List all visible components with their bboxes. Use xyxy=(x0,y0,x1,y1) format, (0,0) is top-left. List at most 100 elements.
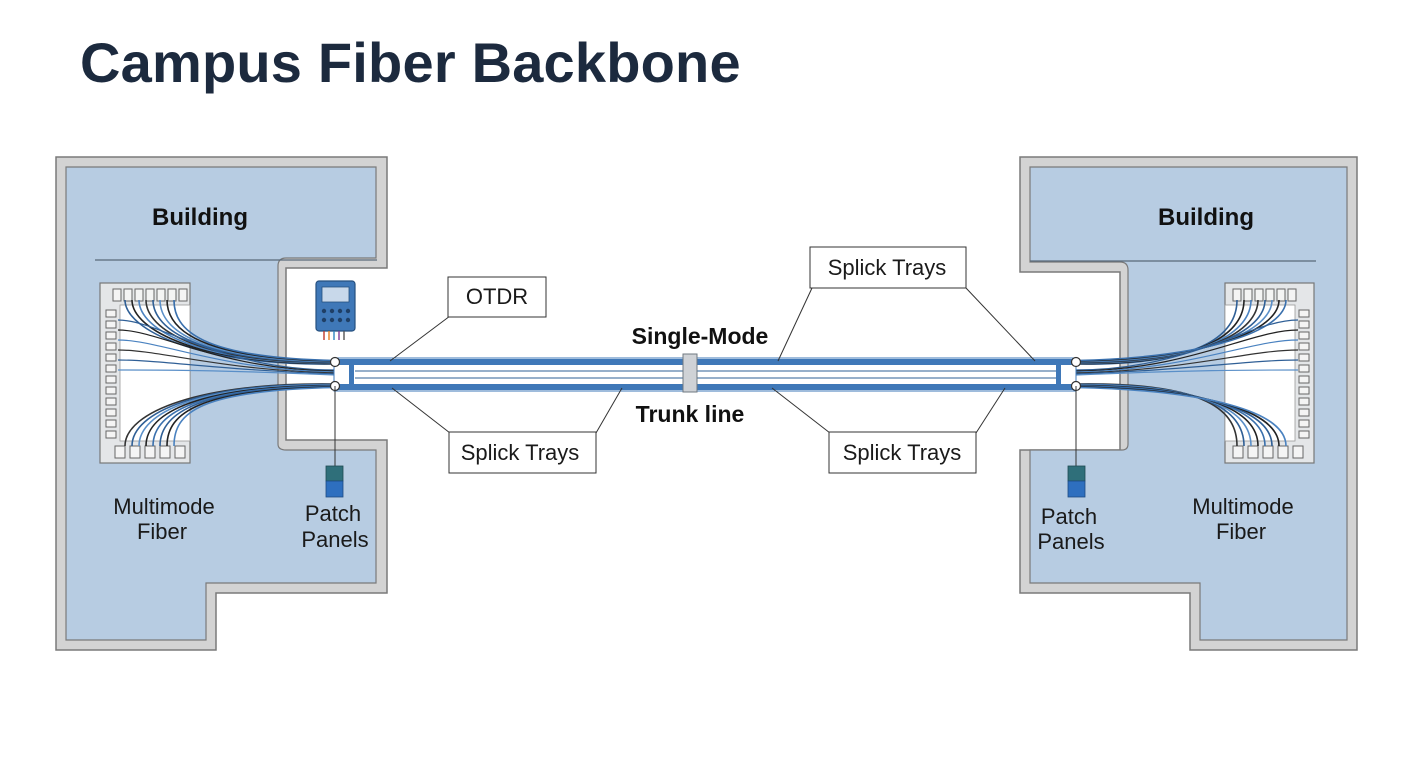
fiber-port xyxy=(123,288,133,302)
fiber-port xyxy=(1254,288,1264,302)
trunk-bottom-fiber xyxy=(336,384,1074,390)
left-panel-label-line2: Panels xyxy=(301,527,368,552)
otdr-callout: OTDR xyxy=(389,276,547,362)
connector-node xyxy=(329,356,341,368)
fiber-port xyxy=(1232,288,1242,302)
fiber-port xyxy=(105,342,117,351)
fiber-strand xyxy=(1075,386,1287,447)
fiber-port xyxy=(174,445,186,459)
fiber-port xyxy=(1298,342,1310,351)
fiber-port xyxy=(1298,419,1310,428)
fiber-strand xyxy=(117,369,336,376)
fiber-strand xyxy=(117,339,336,373)
fiber-strand xyxy=(1075,349,1299,374)
fiber-port xyxy=(1298,375,1310,384)
left-patch-panel xyxy=(99,282,191,464)
fiber-port xyxy=(105,331,117,340)
right-fiber-label-line1: Multimode xyxy=(1192,494,1293,519)
splice-trays-label-top-right: Splick Trays xyxy=(828,255,947,280)
left-fan-cables xyxy=(117,299,336,447)
right-fiber-label-line2: Fiber xyxy=(1216,519,1266,544)
fiber-port xyxy=(1298,331,1310,340)
fiber-port xyxy=(1298,353,1310,362)
fiber-port xyxy=(1298,397,1310,406)
fiber-port xyxy=(105,408,117,417)
fiber-port xyxy=(159,445,171,459)
fiber-port xyxy=(1262,445,1274,459)
fiber-port xyxy=(105,353,117,362)
fiber-strand xyxy=(117,359,336,375)
fiber-strand xyxy=(1075,319,1299,371)
trunk-top-label: Single-Mode xyxy=(632,323,769,349)
right-patch-module-icon xyxy=(1067,386,1086,498)
trunk-splice-enclosure xyxy=(682,353,698,393)
right-building-name: Building xyxy=(1158,204,1254,231)
fiber-port xyxy=(134,288,144,302)
fiber-port xyxy=(105,309,117,318)
fiber-strand xyxy=(1075,329,1299,372)
fiber-port xyxy=(167,288,177,302)
fiber-port xyxy=(1276,288,1286,302)
fiber-strand xyxy=(173,299,336,362)
left-panel-label-line1: Patch xyxy=(305,501,361,526)
fiber-port xyxy=(1298,386,1310,395)
right-panel-label-line2: Panels xyxy=(1037,529,1104,554)
fiber-port xyxy=(1287,288,1297,302)
fiber-port xyxy=(105,375,117,384)
splice-trays-label-bottom-right: Splick Trays xyxy=(843,440,962,465)
trunk-top-fiber xyxy=(336,359,1074,365)
fiber-strand xyxy=(1075,299,1287,362)
fiber-port xyxy=(1298,430,1310,439)
fiber-port xyxy=(114,445,126,459)
otdr-device-icon xyxy=(315,280,356,340)
left-fiber-label-line1: Multimode xyxy=(113,494,214,519)
right-building: Building Multimode Fiber Patch Panels xyxy=(1019,156,1358,651)
fiber-port xyxy=(1277,445,1289,459)
left-building-name: Building xyxy=(152,204,248,231)
fiber-port xyxy=(178,288,188,302)
trunk-bottom-label: Trunk line xyxy=(636,401,745,427)
fiber-port xyxy=(105,320,117,329)
fiber-port xyxy=(105,419,117,428)
fiber-port xyxy=(105,364,117,373)
fiber-port xyxy=(105,397,117,406)
left-fiber-label-line2: Fiber xyxy=(137,519,187,544)
fiber-port xyxy=(105,430,117,439)
fiber-port xyxy=(1298,408,1310,417)
fiber-port xyxy=(1298,309,1310,318)
fiber-strand xyxy=(1075,369,1299,376)
fiber-port xyxy=(1292,445,1304,459)
fiber-port xyxy=(1243,288,1253,302)
fiber-port xyxy=(156,288,166,302)
right-panel-label-line1: Patch xyxy=(1041,504,1097,529)
fiber-strand xyxy=(173,386,336,447)
left-patch-module-icon xyxy=(325,386,344,498)
fiber-port xyxy=(129,445,141,459)
splice-trays-callout-top-right: Splick Trays xyxy=(777,246,1036,362)
right-fan-cables xyxy=(1075,299,1299,447)
fiber-port xyxy=(144,445,156,459)
splice-trays-label-bottom-left: Splick Trays xyxy=(461,440,580,465)
connector-node xyxy=(1070,356,1082,368)
fiber-strand xyxy=(1075,339,1299,373)
fiber-port xyxy=(1298,364,1310,373)
otdr-label: OTDR xyxy=(466,284,528,309)
fiber-port xyxy=(1247,445,1259,459)
fiber-strand xyxy=(117,319,336,371)
fiber-strand xyxy=(1075,359,1299,375)
splice-trays-callout-bottom-left: Splick Trays xyxy=(391,387,623,474)
fiber-strand xyxy=(117,349,336,374)
fiber-port xyxy=(145,288,155,302)
page-title: Campus Fiber Backbone xyxy=(80,31,741,94)
splice-trays-callout-bottom-right: Splick Trays xyxy=(771,387,1006,474)
trunk-line xyxy=(333,353,1077,393)
left-building: Building Multimode Fiber Patch Panels xyxy=(55,156,388,651)
fiber-port xyxy=(1232,445,1244,459)
fiber-port xyxy=(112,288,122,302)
fiber-port xyxy=(1298,320,1310,329)
fiber-strand xyxy=(117,329,336,372)
fiber-port xyxy=(105,386,117,395)
fiber-port xyxy=(1265,288,1275,302)
trunk-connectors xyxy=(329,356,1082,392)
